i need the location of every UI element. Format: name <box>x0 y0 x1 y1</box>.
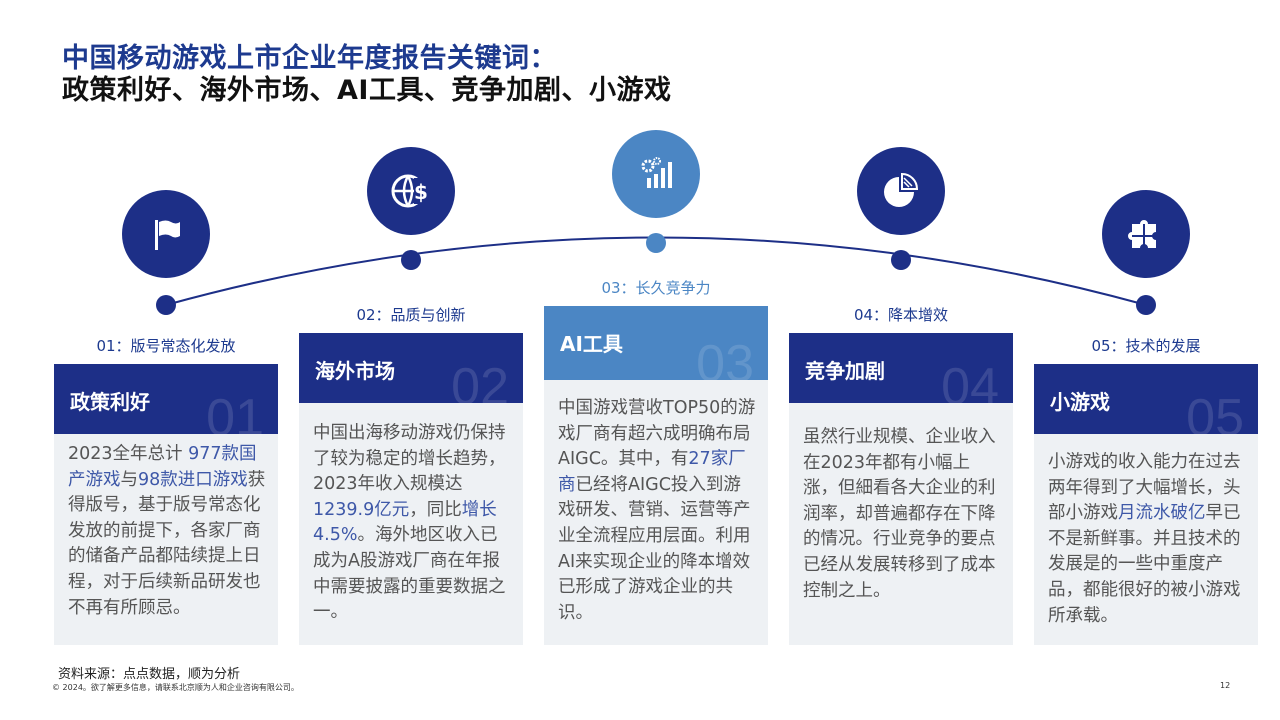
page-number: 12 <box>1220 681 1231 690</box>
keyword-1-header: 政策利好 01 <box>54 364 278 434</box>
body-text: 。海外地区收入已成为A股游戏厂商在年报中需要披露的重要数据之一。 <box>313 525 506 623</box>
timeline-dot-3 <box>646 233 666 253</box>
keyword-5-body: 小游戏的收入能力在过去两年得到了大幅增长，头部小游戏月流水破亿早已不是新鲜事。并… <box>1034 434 1258 645</box>
keyword-3-header: AI工具 03 <box>544 306 768 380</box>
keyword-1-icon-circle <box>122 190 210 278</box>
keyword-5-icon-circle <box>1102 190 1190 278</box>
timeline-dot-2 <box>401 250 421 270</box>
puzzle-icon <box>1128 220 1156 248</box>
page-title-line2: 政策利好、海外市场、AI工具、竞争加剧、小游戏 <box>62 75 672 106</box>
svg-text:$: $ <box>414 180 428 204</box>
body-text: 早已不是新鲜事。并且技术的发展是的一些中重度产品，都能很好的被小游戏所承载。 <box>1048 503 1241 626</box>
keyword-2-icon-circle: $ <box>367 147 455 235</box>
keyword-1-label: 01：版号常态化发放 <box>96 337 236 355</box>
keyword-5-number: 05 <box>1186 389 1244 434</box>
keyword-3-icon-circle <box>612 130 700 218</box>
body-text: 2023全年总计 <box>68 444 189 464</box>
body-text: 中国出海移动游戏仍保持了较为稳定的增长趋势，2023年收入规模达 <box>313 423 506 495</box>
keyword-2-number: 02 <box>451 358 509 403</box>
keyword-4-icon-circle <box>857 147 945 235</box>
copyright: © 2024。欲了解更多信息，请联系北京顺为人和企业咨询有限公司。 <box>52 683 299 692</box>
keyword-5-header: 小游戏 05 <box>1034 364 1258 434</box>
keyword-3-heading: AI工具 <box>560 332 623 356</box>
keyword-2-label: 02：品质与创新 <box>356 306 466 324</box>
keyword-5-heading: 小游戏 <box>1050 390 1110 414</box>
body-text: ，同比 <box>409 499 462 520</box>
body-text: 与 <box>120 469 139 490</box>
highlight-text: 1239.9亿元 <box>313 499 410 520</box>
keyword-5-text: 小游戏的收入能力在过去两年得到了大幅增长，头部小游戏月流水破亿早已不是新鲜事。并… <box>1048 450 1246 629</box>
gear-chart-icon <box>641 157 672 188</box>
keyword-1-text: 2023全年总计 977款国产游戏与98款进口游戏获得版号，基于版号常态化发放的… <box>68 442 266 621</box>
keyword-4-heading: 竞争加剧 <box>805 359 885 383</box>
source-note: 资料来源：点点数据，顺为分析 <box>58 667 241 682</box>
body-text: 小游戏的收入能力在过去两年得到了大幅增长，头部小游戏 <box>1048 452 1241 524</box>
timeline-dot-5 <box>1136 295 1156 315</box>
body-text: 获得版号，基于版号常态化发放的前提下，各家厂商的储备产品都陆续提上日程，对于后续… <box>68 469 266 618</box>
page-title-line1: 中国移动游戏上市企业年度报告关键词： <box>62 43 557 74</box>
highlight-text: 98款进口游戏 <box>138 469 248 490</box>
body-text: 虽然行业规模、企业收入在2023年都有小幅上涨，但細看各大企业的利润率，却普遍都… <box>803 427 996 601</box>
keyword-1-body: 2023全年总计 977款国产游戏与98款进口游戏获得版号，基于版号常态化发放的… <box>54 434 278 645</box>
keyword-1-number: 01 <box>206 389 264 434</box>
keyword-3-text: 中国游戏营收TOP50的游戏厂商有超六成明确布局AIGC。其中，有27家厂商已经… <box>558 396 756 626</box>
highlight-text: 27家厂商 <box>558 449 746 495</box>
keyword-4-label: 04：降本增效 <box>853 306 949 324</box>
keyword-2-body: 中国出海移动游戏仍保持了较为稳定的增长趋势，2023年收入规模达 1239.9亿元… <box>299 403 523 645</box>
keyword-4-body: 虽然行业规模、企业收入在2023年都有小幅上涨，但細看各大企业的利润率，却普遍都… <box>789 403 1013 645</box>
keyword-1-heading: 政策利好 <box>70 390 150 414</box>
globe-dollar-icon: $ <box>391 174 428 208</box>
keyword-2-heading: 海外市场 <box>315 359 395 383</box>
keyword-4-number: 04 <box>941 358 999 403</box>
flag-icon <box>155 220 180 250</box>
keyword-3-body: 中国游戏营收TOP50的游戏厂商有超六成明确布局AIGC。其中，有27家厂商已经… <box>544 380 768 645</box>
timeline-dot-1 <box>156 295 176 315</box>
body-text: 中国游戏营收TOP50的游戏厂商有超六成明确布局AIGC。其中，有 <box>558 398 756 470</box>
pie-chart-icon <box>884 172 919 207</box>
keyword-3-number: 03 <box>696 335 754 380</box>
keyword-3-label: 03：长久竞争力 <box>601 279 711 297</box>
timeline-dot-4 <box>891 250 911 270</box>
highlight-text: 月流水破亿 <box>1118 503 1206 524</box>
keyword-2-text: 中国出海移动游戏仍保持了较为稳定的增长趋势，2023年收入规模达 1239.9亿元… <box>313 421 511 626</box>
keyword-4-text: 虽然行业规模、企业收入在2023年都有小幅上涨，但細看各大企业的利润率，却普遍都… <box>803 425 1001 604</box>
keyword-5-label: 05：技术的发展 <box>1091 337 1201 355</box>
highlight-text: 增长4.5% <box>313 499 497 546</box>
keyword-2-header: 海外市场 02 <box>299 333 523 403</box>
body-text: 已经将AIGC投入到游戏研发、营销、运营等产业全流程应用层面。利用AI来实现企业… <box>558 474 751 623</box>
keyword-4-header: 竞争加剧 04 <box>789 333 1013 403</box>
highlight-text: 977款国产游戏 <box>68 444 257 490</box>
